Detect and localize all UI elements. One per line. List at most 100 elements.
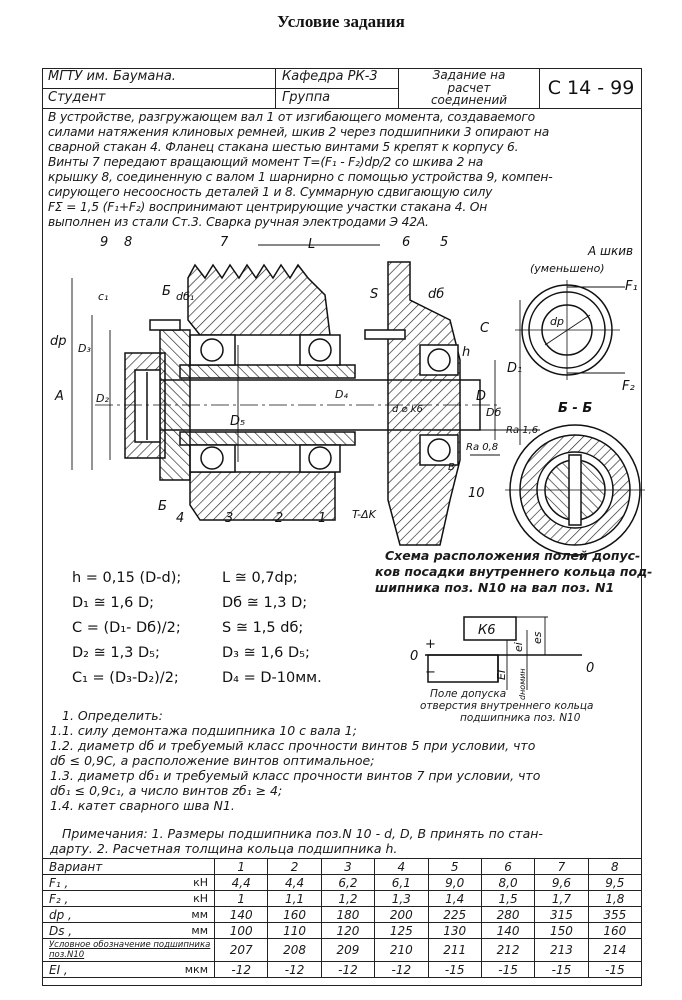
label-section-b-bottom: Б bbox=[158, 499, 167, 514]
task-item: 1.1. силу демонтажа подшипника 10 с вала… bbox=[50, 723, 357, 738]
table-cell: 160 bbox=[267, 906, 322, 923]
task-name-line: соединений bbox=[430, 93, 508, 107]
d-nominal-label: dномин bbox=[518, 668, 527, 700]
formula: S ≅ 1,5 dб; bbox=[222, 620, 304, 636]
k6-label: К6 bbox=[478, 623, 496, 638]
table-cell: 4,4 bbox=[213, 874, 269, 891]
label-part-9: 9 bbox=[100, 235, 108, 250]
row-label: F₁ ,кН bbox=[42, 874, 215, 891]
label-weld: T-ΔK bbox=[352, 508, 377, 521]
description-line: выполнен из стали Ст.3. Сварка ручная эл… bbox=[48, 215, 429, 229]
label-dim-d-k6: d ⌀ k6 bbox=[392, 404, 423, 415]
label-force-f1: F₁ bbox=[625, 279, 638, 294]
table-cell: -12 bbox=[267, 961, 322, 978]
row-unit: кН bbox=[193, 875, 208, 889]
label-part-2: 2 bbox=[275, 511, 283, 526]
minus-sign: − bbox=[425, 665, 436, 680]
table-cell: -12 bbox=[213, 961, 269, 978]
pulley bbox=[187, 263, 331, 336]
table-cell: 200 bbox=[374, 906, 429, 923]
table-cell: -15 bbox=[534, 961, 589, 978]
scheme-title-line: ков посадки внутреннего кольца под- bbox=[375, 564, 653, 579]
task-name-cell: Задание на расчет соединений bbox=[399, 68, 540, 109]
university-cell: МГТУ им. Баумана. bbox=[42, 68, 276, 89]
task-code: С 14 - 99 bbox=[540, 68, 642, 109]
label-dim-S: S bbox=[370, 287, 378, 302]
label-roughness-0-8: Ra 0,8 bbox=[466, 442, 498, 453]
table-cell: 210 bbox=[374, 938, 429, 962]
bearing-left-bottom bbox=[189, 444, 236, 473]
table-cell: 9,5 bbox=[587, 874, 643, 891]
label-dim-B: B bbox=[448, 462, 455, 473]
zero-right: 0 bbox=[586, 661, 594, 676]
ei-label: ei bbox=[512, 642, 525, 652]
table-cell: 208 bbox=[267, 938, 322, 962]
table-cell: 8,0 bbox=[480, 874, 536, 891]
table-cell: 315 bbox=[534, 906, 589, 923]
cup-sleeve-bottom bbox=[179, 431, 356, 446]
table-cell: -15 bbox=[480, 961, 536, 978]
table-row: EI ,мкм-12-12-12-12-15-15-15-15 bbox=[42, 961, 643, 978]
bore-field bbox=[427, 654, 499, 683]
table-cell: 1,4 bbox=[427, 890, 482, 907]
formula: D₃ ≅ 1,6 D₅; bbox=[222, 645, 310, 661]
k6-field bbox=[463, 616, 517, 641]
row-label-text: F₂ , bbox=[49, 891, 69, 906]
table-cell: 9,6 bbox=[534, 874, 589, 891]
variant-number: 7 bbox=[534, 858, 589, 875]
page-title: Условие задания bbox=[277, 12, 405, 31]
label-section-b-top: Б bbox=[162, 284, 171, 299]
table-cell: 4,4 bbox=[267, 874, 322, 891]
housing-6 bbox=[387, 261, 461, 546]
formula: C = (D₁- Dб)/2; bbox=[72, 620, 181, 636]
task-item: dб ≤ 0,9C, а расположение винтов оптимал… bbox=[50, 753, 375, 768]
variant-number: 6 bbox=[480, 858, 536, 875]
notes: Примечания: 1. Размеры подшипника поз.N … bbox=[50, 826, 543, 856]
table-cell: 212 bbox=[480, 938, 536, 962]
label-dim-D3: D₃ bbox=[78, 342, 91, 355]
variant-number: 3 bbox=[320, 858, 376, 875]
label-part-1: 1 bbox=[318, 511, 326, 526]
table-cell: 1,7 bbox=[534, 890, 589, 907]
table-cell: 225 bbox=[427, 906, 482, 923]
row-unit: кН bbox=[193, 891, 208, 905]
description-line: В устройстве, разгружающем вал 1 от изги… bbox=[48, 110, 535, 124]
formula-row: D₁ ≅ 1,6 D;Dб ≅ 1,3 D; bbox=[72, 591, 322, 616]
view-a-subtitle: (уменьшено) bbox=[530, 262, 605, 275]
task-item: dб₁ ≤ 0,9c₁, а число винтов zб₁ ≥ 4; bbox=[50, 783, 283, 798]
tolerance-field-note: Поле допуска отверстия внутреннего кольц… bbox=[420, 688, 593, 724]
table-cell: 1,2 bbox=[320, 890, 376, 907]
row-label: Ds ,мм bbox=[42, 922, 215, 939]
note-line: дарту. 2. Расчетная толщина кольца подши… bbox=[50, 841, 398, 856]
table-cell: 1,3 bbox=[374, 890, 429, 907]
formula-row: C₁ = (D₃-D₂)/2; D₄ = D-10мм. bbox=[72, 666, 322, 691]
scheme-note-line: отверстия внутреннего кольца bbox=[420, 700, 594, 712]
group-cell: Группа bbox=[276, 89, 399, 109]
formula: L ≅ 0,7dp; bbox=[222, 570, 298, 586]
label-dim-L: L bbox=[308, 237, 315, 252]
formula: h = 0,15 (D-d); bbox=[72, 570, 182, 586]
formula: Dб ≅ 1,3 D; bbox=[222, 595, 308, 611]
table-cell: -15 bbox=[587, 961, 643, 978]
row-unit: мм bbox=[191, 907, 208, 921]
label-roughness-1-6: Ra 1,6 bbox=[506, 425, 538, 436]
description-line: сирующего несоосность деталей 1 и 8. Сум… bbox=[48, 185, 493, 199]
task-name-line: расчет bbox=[447, 80, 491, 95]
formula: C₁ = (D₃-D₂)/2; bbox=[72, 670, 179, 686]
screw-5 bbox=[364, 329, 406, 340]
table-cell: 1,5 bbox=[480, 890, 536, 907]
table-cell: 1,8 bbox=[587, 890, 643, 907]
formula: D₄ = D-10мм. bbox=[222, 670, 322, 686]
variant-number: 8 bbox=[587, 858, 643, 875]
label-view-a: A bbox=[54, 389, 64, 404]
variant-number: 2 bbox=[267, 858, 322, 875]
table-cell: 100 bbox=[213, 922, 269, 939]
row-unit: мм bbox=[191, 923, 208, 937]
task-name-line: Задание на bbox=[432, 68, 506, 82]
table-cell: 213 bbox=[534, 938, 589, 962]
table-cell: 355 bbox=[587, 906, 643, 923]
table-cell: -12 bbox=[374, 961, 429, 978]
